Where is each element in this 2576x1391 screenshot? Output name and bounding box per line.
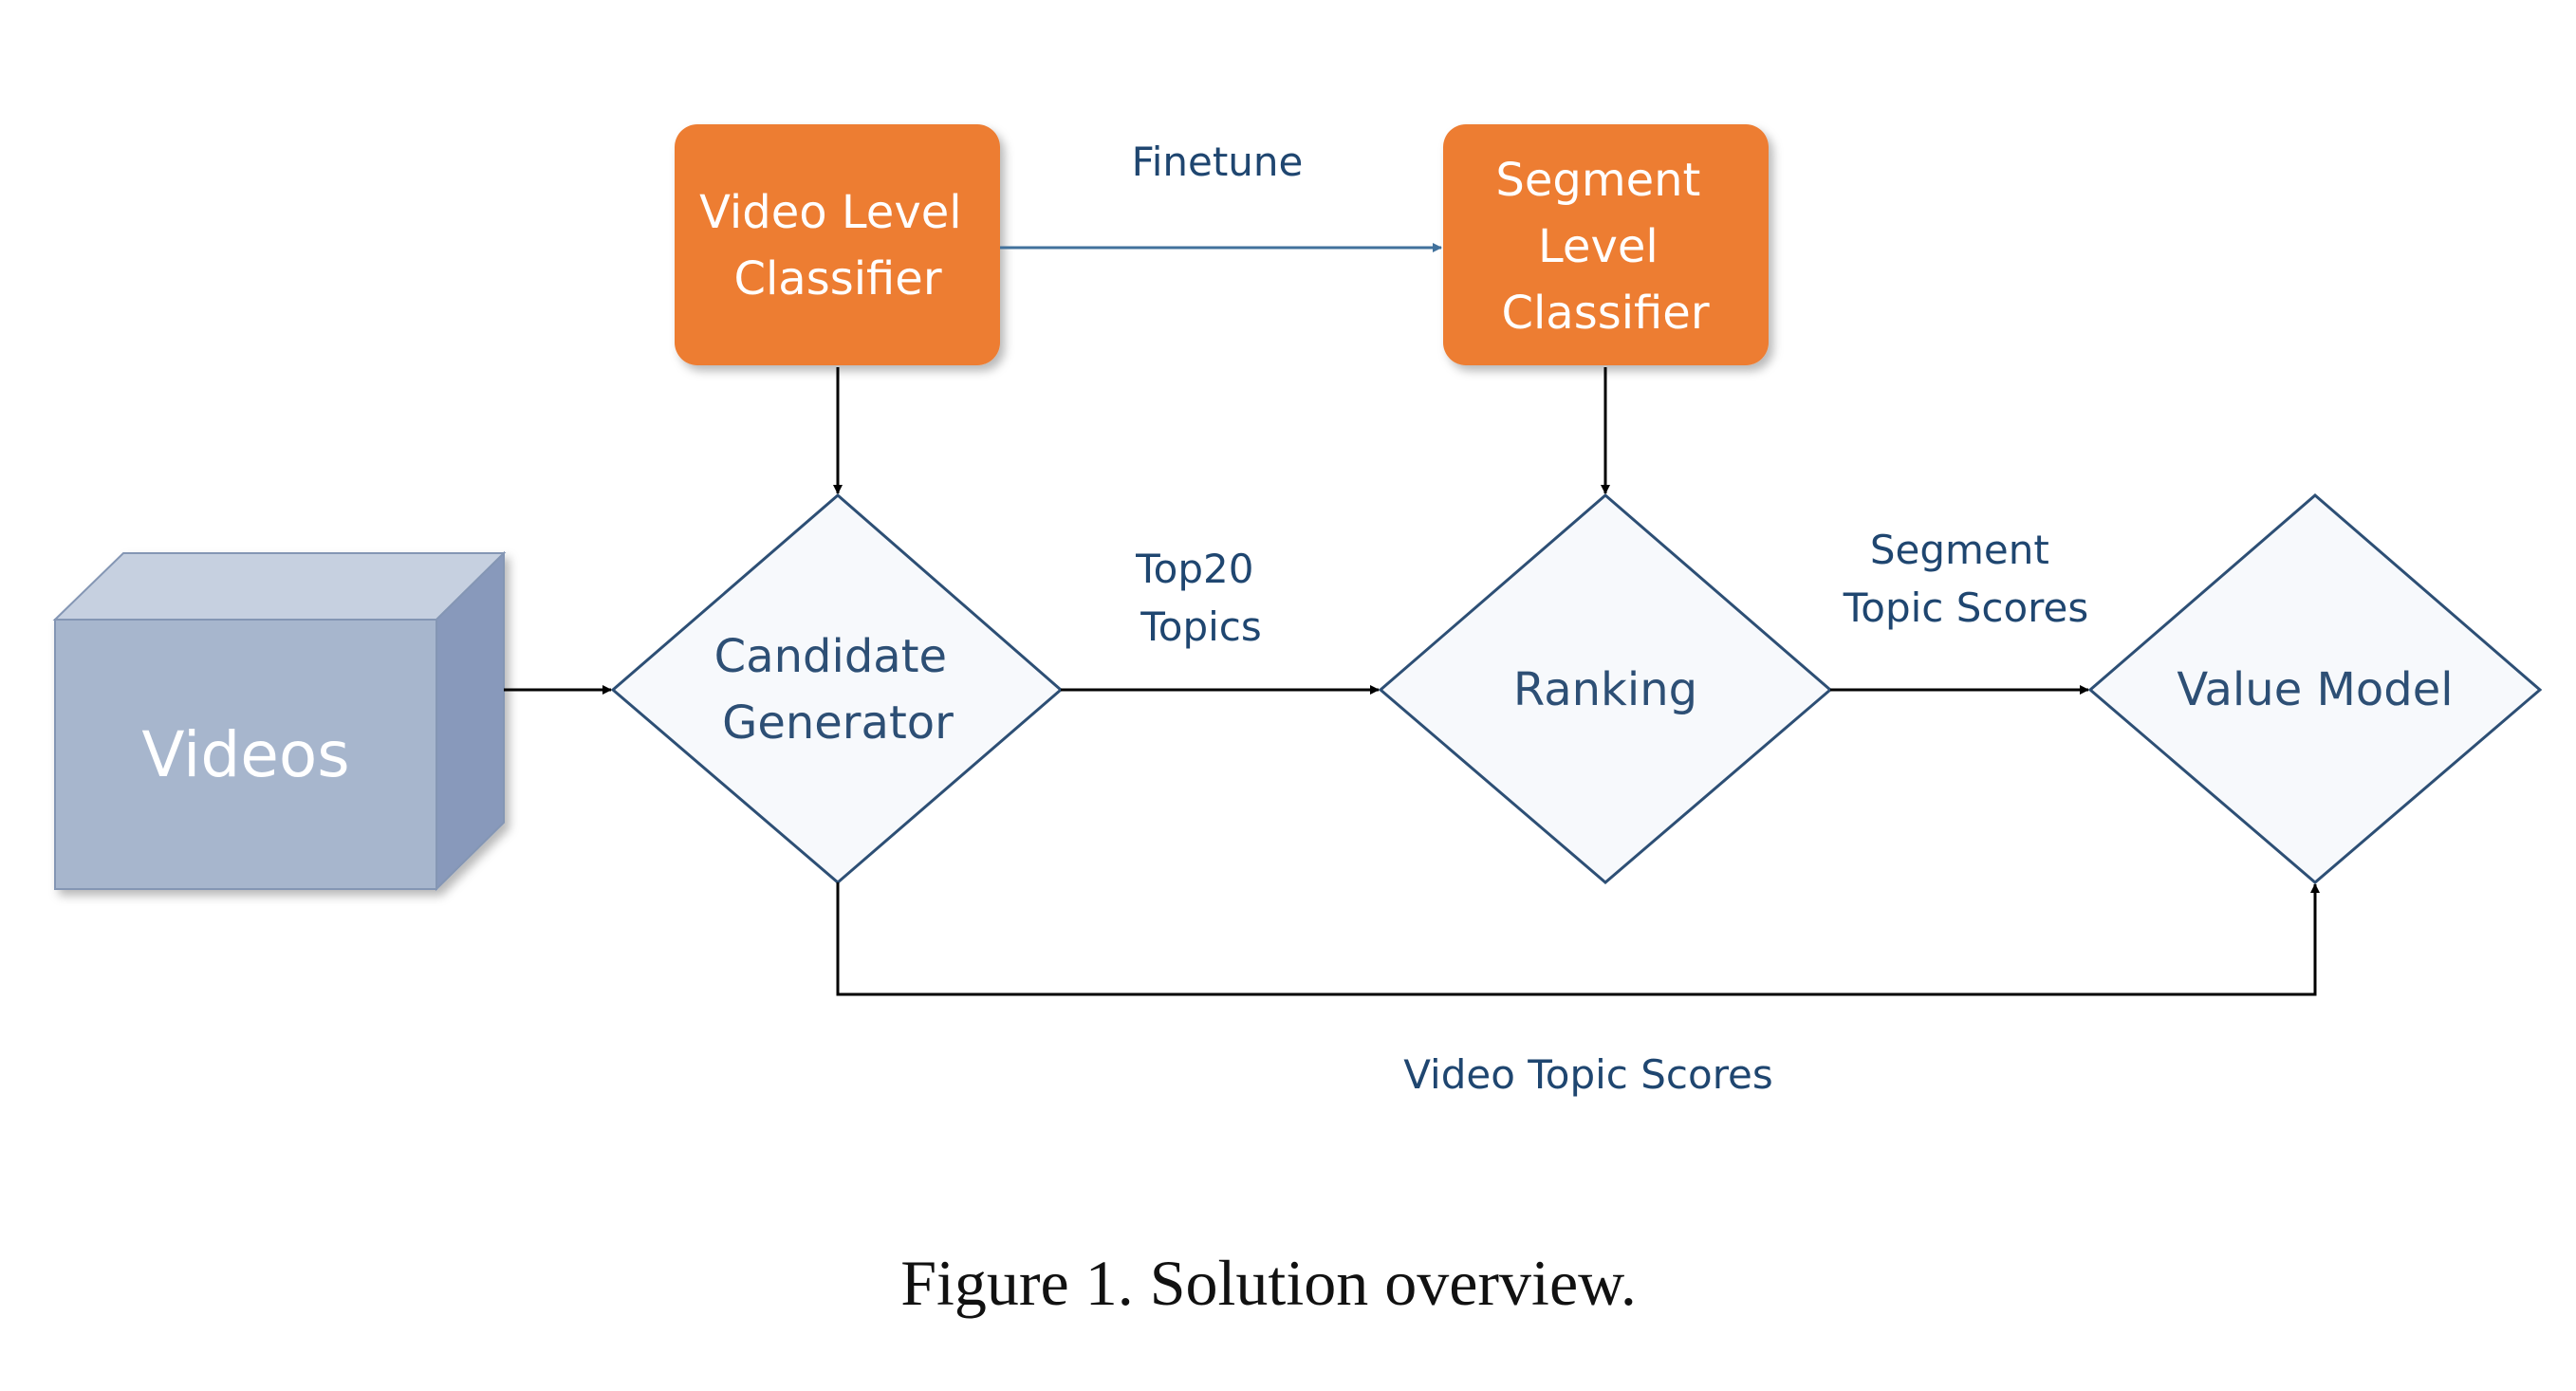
finetune-label: Finetune: [1132, 139, 1304, 185]
video-topic-scores-label: Video Topic Scores: [1403, 1051, 1773, 1098]
videos-box-top-face: [52, 552, 507, 621]
segment-level-classifier-box: [1443, 124, 1769, 365]
videos-box: [52, 550, 507, 892]
candidate-generator-diamond: [610, 493, 1064, 884]
figure-caption: Figure 1. Solution overview.: [900, 1247, 1637, 1319]
ranking-label: Ranking: [1513, 663, 1697, 716]
video-level-classifier-label: Video Level Classifier: [699, 186, 976, 306]
segment-topic-scores-label: Segment Topic Scores: [1843, 527, 2089, 631]
segment-level-classifier-label: Segment Level Classifier: [1495, 154, 1714, 340]
ranking-diamond: [1378, 493, 1833, 884]
video-level-classifier-box: [675, 124, 1000, 365]
candidate-generator-label: Candidate Generator: [714, 630, 962, 750]
candidate-to-value-bottom-arrow: [836, 882, 2320, 996]
top20-topics-label: Top20 Topics: [1135, 546, 1267, 650]
videos-box-front-face: [54, 619, 437, 890]
value-model-label: Value Model: [2177, 663, 2453, 716]
value-model-diamond: [2087, 493, 2543, 884]
videos-label: Videos: [141, 718, 349, 791]
